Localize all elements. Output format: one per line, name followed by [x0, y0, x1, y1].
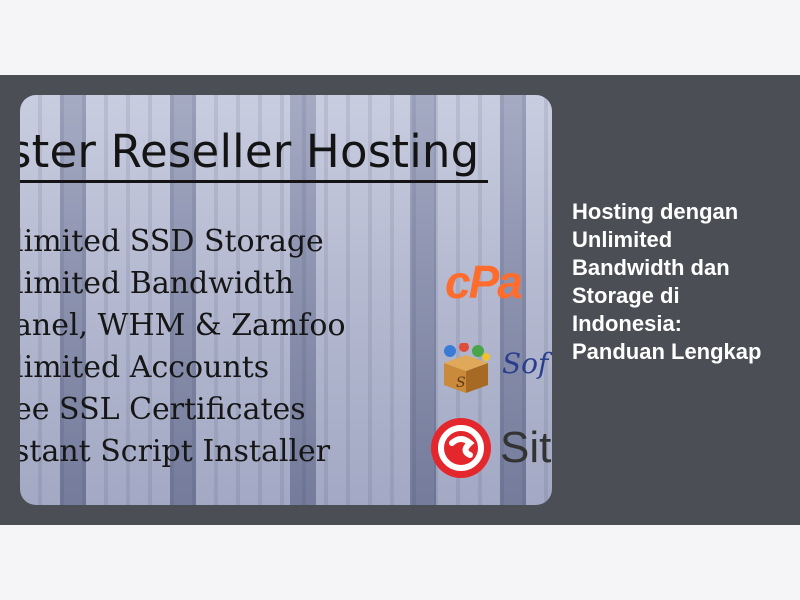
sitepad-logo-text: Sit	[500, 423, 552, 472]
sitepad-mark-icon	[431, 418, 491, 478]
thumbnail-heading: ster Reseller Hosting	[20, 125, 480, 178]
package-box-icon: S	[444, 343, 490, 393]
cpanel-logo: cPa	[445, 256, 523, 308]
feature-list: limited SSD Storage limited Bandwidth an…	[20, 221, 346, 473]
server-rack-decoration	[290, 95, 316, 505]
thumbnail-heading-underline	[20, 180, 488, 183]
feature-item: limited SSD Storage	[20, 224, 324, 259]
sitepad-logo: Sit	[430, 417, 552, 481]
feature-item: ee SSL Certificates	[20, 392, 306, 427]
svg-text:S: S	[456, 375, 466, 391]
feature-item: limited Bandwidth	[20, 266, 295, 301]
server-rack-decoration	[170, 95, 196, 505]
server-rack-decoration	[60, 95, 86, 505]
feature-item: anel, WHM & Zamfoo	[20, 308, 346, 343]
feature-item: limited Accounts	[20, 350, 270, 385]
softaculous-logo: S Sof	[430, 335, 552, 397]
server-rack-decoration	[500, 95, 526, 505]
softaculous-logo-text: Sof	[502, 347, 549, 380]
server-rack-decoration	[410, 95, 436, 505]
feature-item: stant Script Installer	[20, 434, 331, 469]
post-title-link[interactable]: Hosting dengan Unlimited Bandwidth dan S…	[572, 199, 762, 364]
post-thumbnail[interactable]: ster Reseller Hosting limited SSD Storag…	[20, 95, 552, 505]
